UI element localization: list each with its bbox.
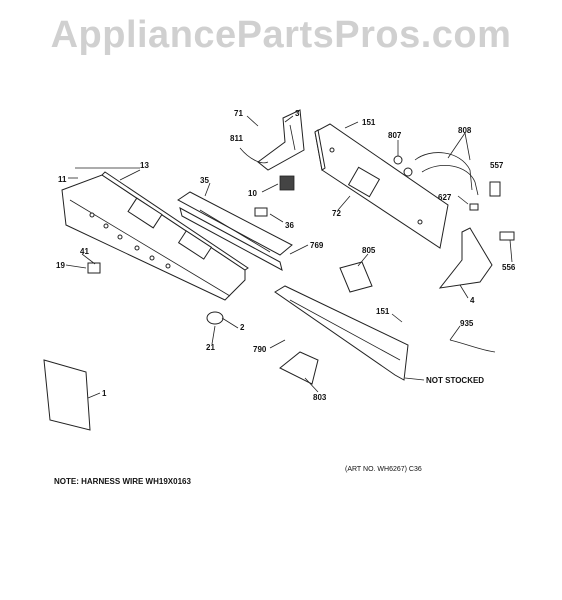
control-panel-front xyxy=(61,167,249,301)
callout-3: 3 xyxy=(295,109,300,118)
art-number: (ART NO. WH6267) C36 xyxy=(345,466,422,473)
callout-35: 35 xyxy=(200,176,209,185)
harness-note: NOTE: HARNESS WIRE WH19X0163 xyxy=(54,477,191,486)
callout-803: 803 xyxy=(313,393,327,402)
callout-769: 769 xyxy=(310,241,324,250)
callout-71: 71 xyxy=(234,109,243,118)
backsplash-panel xyxy=(314,123,449,249)
callout-11: 11 xyxy=(58,175,67,184)
not-stocked-label: NOT STOCKED xyxy=(426,376,484,385)
callout-790: 790 xyxy=(253,345,267,354)
lower-support-panel xyxy=(274,285,409,381)
leader-lines xyxy=(65,115,513,399)
callout-1: 1 xyxy=(102,389,107,398)
callout-13: 13 xyxy=(140,161,149,170)
side-bracket xyxy=(438,227,493,289)
callout-19: 19 xyxy=(56,261,65,270)
callout-10: 10 xyxy=(248,189,257,198)
callout-556: 556 xyxy=(502,263,516,272)
small-parts xyxy=(43,147,515,431)
callout-807: 807 xyxy=(388,131,402,140)
callout-72: 72 xyxy=(332,209,341,218)
watermark: AppliancePartsPros.com xyxy=(50,14,512,56)
callout-808: 808 xyxy=(458,126,472,135)
callout-805: 805 xyxy=(362,246,376,255)
callout-2: 2 xyxy=(240,323,245,332)
console-bracket xyxy=(177,191,293,271)
callout-811: 811 xyxy=(230,134,243,143)
callout-36: 36 xyxy=(285,221,294,230)
callout-935: 935 xyxy=(460,319,474,328)
callout-21: 21 xyxy=(206,343,215,352)
callout-627: 627 xyxy=(438,193,452,202)
callout-41: 41 xyxy=(80,247,89,256)
callout-4: 4 xyxy=(470,296,475,305)
end-cap-bracket xyxy=(257,109,305,171)
fill-hoses xyxy=(414,152,479,196)
callout-151-top: 151 xyxy=(362,118,376,127)
callout-557: 557 xyxy=(490,161,504,170)
callout-151-bottom: 151 xyxy=(376,307,390,316)
